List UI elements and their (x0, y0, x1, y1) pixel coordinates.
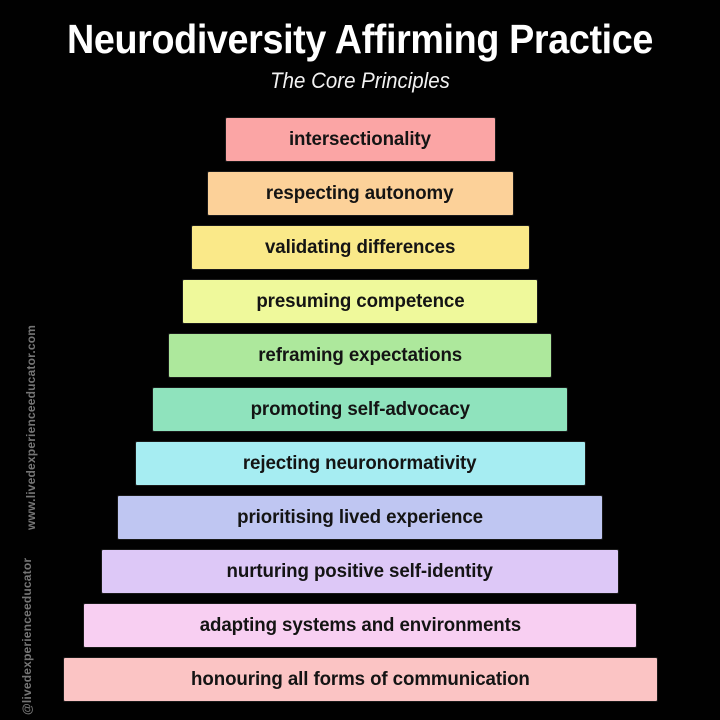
principle-bar: presuming competence (183, 280, 537, 323)
principle-label: rejecting neuronormativity (243, 452, 477, 474)
principle-label: prioritising lived experience (237, 506, 483, 528)
principle-label: intersectionality (289, 128, 431, 150)
principle-label: reframing expectations (258, 344, 462, 366)
principle-bar: prioritising lived experience (118, 496, 602, 539)
principle-bar: honouring all forms of communication (63, 658, 657, 701)
principle-label: respecting autonomy (266, 182, 454, 204)
principle-bar: intersectionality (225, 118, 495, 161)
principle-label: honouring all forms of communication (190, 668, 530, 690)
principle-bar: validating differences (191, 226, 529, 269)
principle-bar: nurturing positive self-identity (102, 550, 618, 593)
poster-header: Neurodiversity Affirming Practice The Co… (0, 0, 720, 96)
principle-label: nurturing positive self-identity (226, 560, 494, 582)
principle-label: validating differences (264, 236, 456, 258)
watermark-website: www.livedexperienceeducator.com (24, 324, 38, 530)
principles-pyramid: intersectionality respecting autonomy vali… (0, 118, 720, 712)
page-subtitle: The Core Principles (270, 68, 450, 93)
principle-bar: rejecting neuronormativity (135, 442, 585, 485)
principle-label: presuming competence (255, 290, 465, 312)
principle-bar: respecting autonomy (207, 172, 513, 215)
principle-bar: reframing expectations (169, 334, 551, 377)
principle-label: adapting systems and environments (199, 614, 521, 636)
principle-bar: promoting self-advocacy (153, 388, 567, 431)
page-title: Neurodiversity Affirming Practice (67, 16, 653, 62)
principle-label: promoting self-advocacy (250, 398, 470, 420)
watermark-social-handle: @livedexperienceeducator (20, 557, 34, 715)
principle-bar: adapting systems and environments (84, 604, 636, 647)
